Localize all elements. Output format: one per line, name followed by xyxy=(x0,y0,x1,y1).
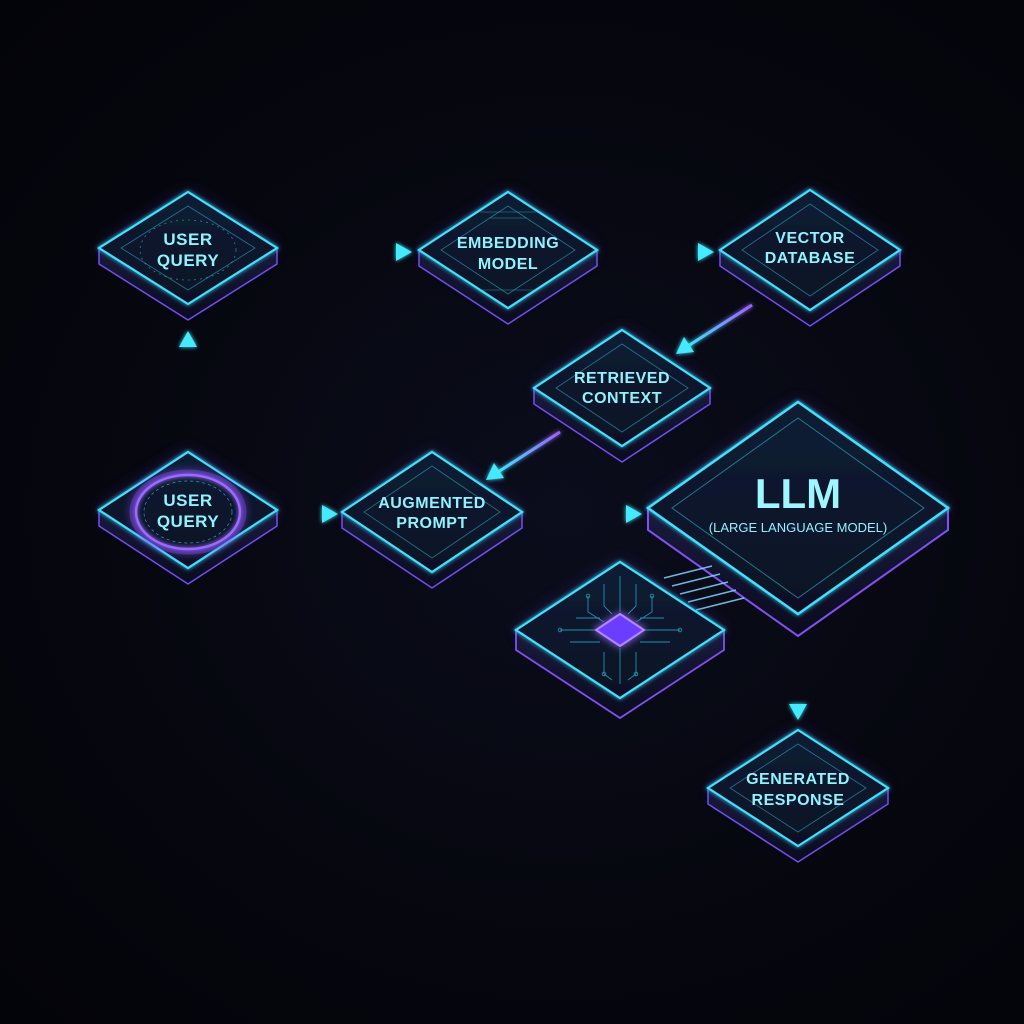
edge-user-query-to-augmented-prompt xyxy=(285,505,338,523)
edge-embedding-model-to-vector-database xyxy=(602,243,714,261)
node-label-line1: USER xyxy=(163,230,212,249)
edges xyxy=(179,243,807,720)
node-vector-database[interactable]: VECTOR DATABASE xyxy=(718,188,902,327)
arrowhead-icon xyxy=(698,243,714,261)
node-label-line1: AUGMENTED xyxy=(378,495,486,512)
llm-title: LLM xyxy=(755,470,841,517)
edge-retrieved-context-to-augmented-prompt xyxy=(486,430,561,480)
arrowhead-icon xyxy=(486,463,504,480)
arrowhead-icon xyxy=(179,331,197,347)
edge-llm-to-generated-response xyxy=(789,645,807,720)
circuit-traces-icon xyxy=(557,576,683,684)
node-label-line2: RESPONSE xyxy=(752,792,845,809)
node-llm[interactable]: LLM (LARGE LANGUAGE MODEL) xyxy=(645,400,951,638)
node-label-line1: GENERATED xyxy=(746,771,850,788)
edge-vector-database-to-retrieved-context xyxy=(676,303,753,354)
node-processor-chip[interactable] xyxy=(513,560,745,720)
circuit-lines-icon xyxy=(480,211,536,291)
node-user-query-bottom[interactable]: USER QUERY xyxy=(96,450,280,585)
node-label-line2: QUERY xyxy=(157,251,219,270)
chip-connector-lines xyxy=(663,565,745,611)
edge-augmented-prompt-to-llm xyxy=(528,505,642,523)
arrowhead-icon xyxy=(626,505,642,523)
node-generated-response[interactable]: GENERATED RESPONSE xyxy=(705,728,891,863)
node-label-line1: VECTOR xyxy=(775,230,844,247)
arrowhead-icon xyxy=(396,243,412,261)
node-label-line1: USER xyxy=(163,491,212,510)
node-label-line1: EMBEDDING xyxy=(457,235,559,252)
edge-user-query-to-embedding-model xyxy=(285,243,412,261)
node-label-line2: CONTEXT xyxy=(582,390,662,407)
arrowhead-icon xyxy=(322,505,338,523)
glow-ring-icon xyxy=(129,469,247,555)
arrowhead-icon xyxy=(789,704,807,720)
node-embedding-model[interactable]: EMBEDDING MODEL xyxy=(416,190,600,325)
node-label-line1: RETRIEVED xyxy=(574,370,670,387)
node-label-line2: QUERY xyxy=(157,512,219,531)
processor-chip-icon xyxy=(594,612,646,648)
llm-subtitle: (LARGE LANGUAGE MODEL) xyxy=(709,520,887,535)
edge-bottom-user-query-to-top-user-query xyxy=(179,331,197,445)
node-label-line2: PROMPT xyxy=(396,515,467,532)
node-label-line2: MODEL xyxy=(478,256,538,273)
arrowhead-icon xyxy=(676,337,694,354)
node-retrieved-context[interactable]: RETRIEVED CONTEXT xyxy=(532,328,712,463)
node-user-query-top[interactable]: USER QUERY xyxy=(96,190,280,321)
node-augmented-prompt[interactable]: AUGMENTED PROMPT xyxy=(340,450,524,589)
node-label-line2: DATABASE xyxy=(765,250,856,267)
